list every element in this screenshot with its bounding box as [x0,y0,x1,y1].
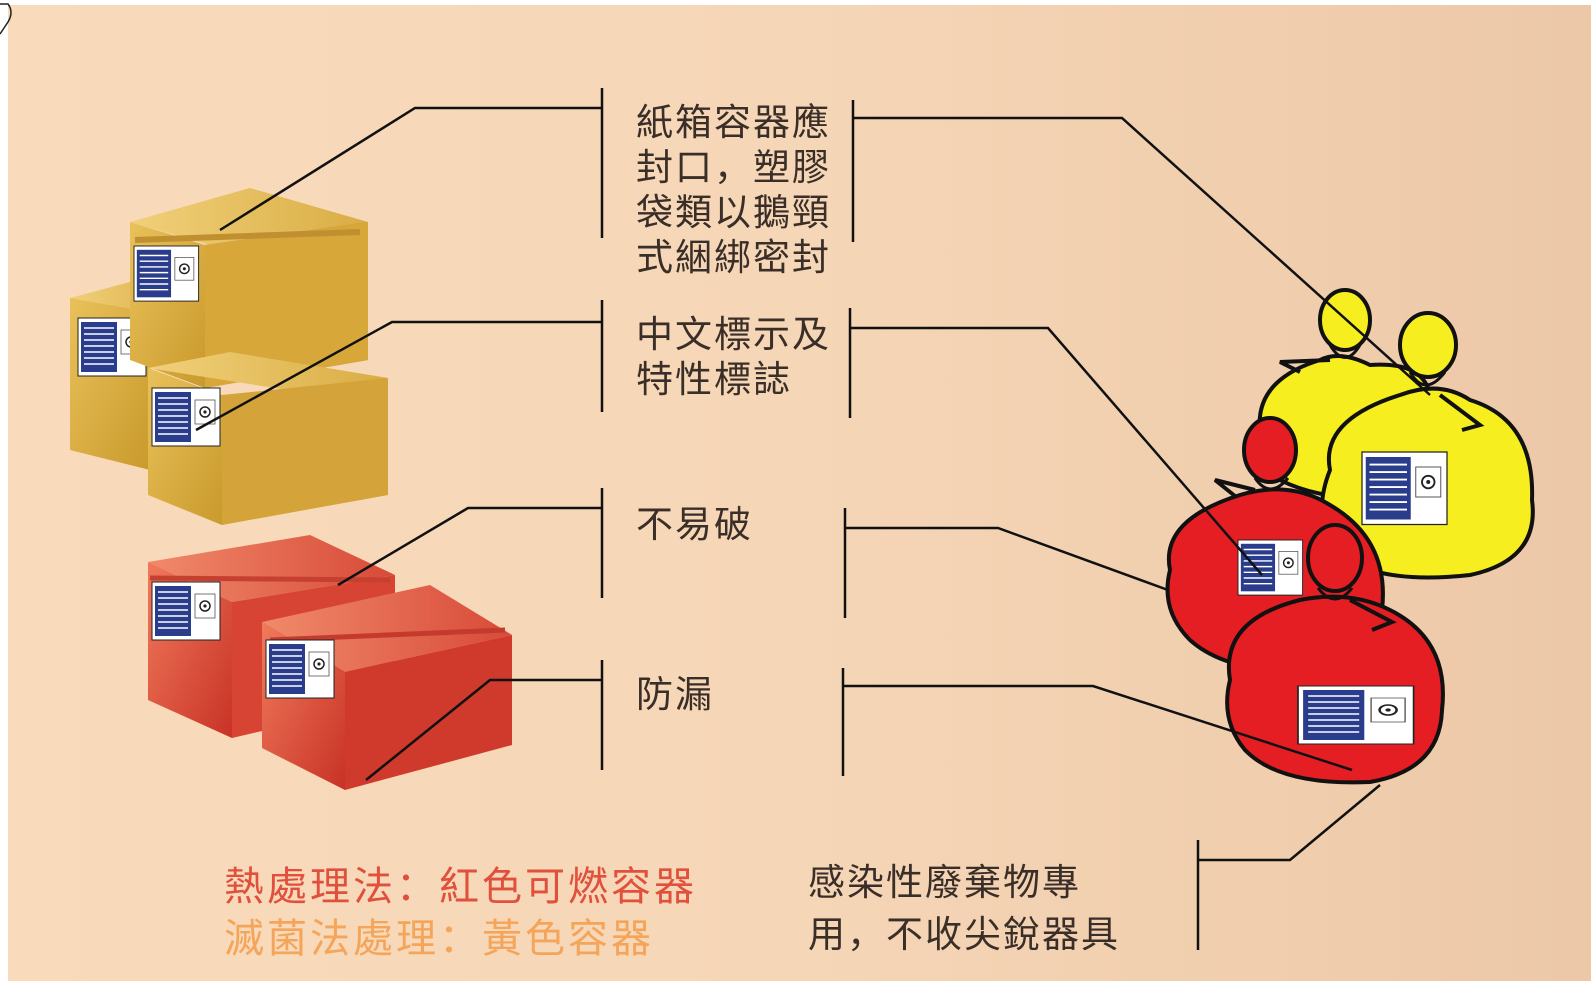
red-container-legend: 熱處理法：紅色可燃容器 [224,864,697,910]
yellow-container-legend: 滅菌法處理：黃色容器 [224,916,654,962]
infectious-only-label: 感染性廢棄物專 用，不收尖銳器具 [808,857,1120,961]
seal-label: 紙箱容器應 封口，塑膠 袋類以鵝頸 式綑綁密封 [636,100,831,280]
marking-label-line: 中文標示及 [636,313,831,356]
leader-lines [195,88,1431,950]
seal-label-line: 式綑綁密封 [636,236,831,279]
seal-label-line: 封口，塑膠 [636,146,831,189]
red-waste-bag-icon [1225,523,1445,785]
seal-label-line: 紙箱容器應 [636,101,831,144]
cardboard-box-icon [130,188,368,388]
unbreakable-label: 不易破 [636,502,753,547]
leakproof-label-line: 防漏 [636,673,714,716]
infectious-only-label-line: 感染性廢棄物專 [808,861,1081,904]
corner-mark [0,3,12,35]
marking-label-line: 特性標誌 [636,358,792,401]
leakproof-label: 防漏 [636,672,714,717]
red-box-icon [262,585,512,790]
unbreakable-label-line: 不易破 [636,503,753,546]
seal-label-line: 袋類以鵝頸 [636,191,831,234]
infectious-only-label-line: 用，不收尖銳器具 [808,913,1120,956]
marking-label: 中文標示及 特性標誌 [636,312,831,402]
cardboard-box-icon [148,352,388,525]
